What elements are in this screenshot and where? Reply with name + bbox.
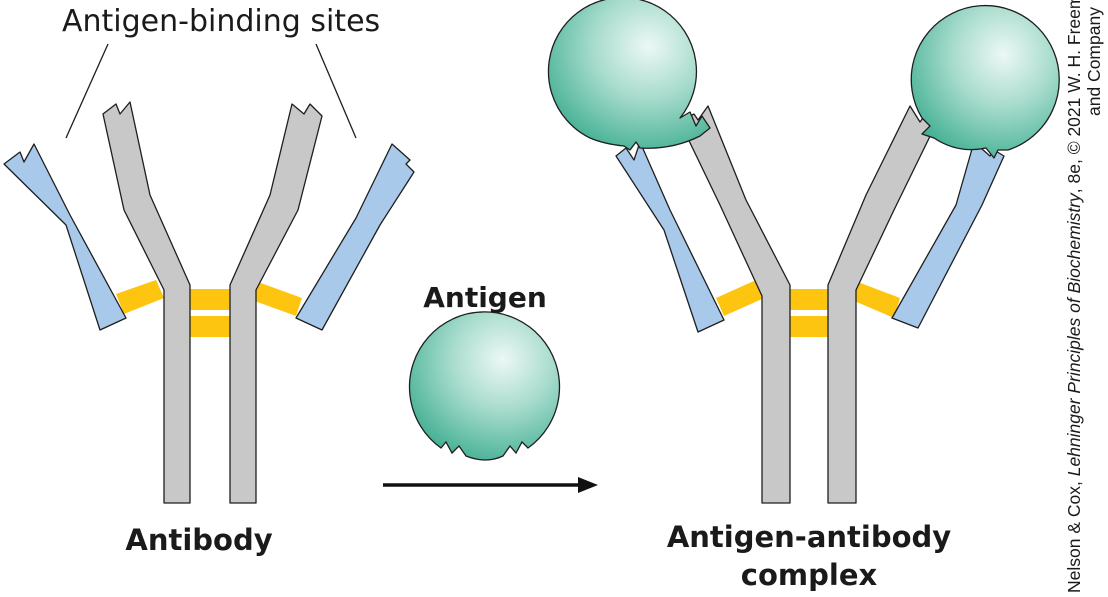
credit-prefix: Nelson & Cox,: [1064, 476, 1084, 593]
light-chain-left: [3, 143, 127, 331]
disulfide-bond-right: [252, 282, 302, 316]
antigen-particle: [408, 311, 561, 461]
bound-antigen-right: [910, 4, 1060, 159]
complex-label-line2: complex: [741, 558, 878, 592]
reaction-arrow: [383, 477, 598, 493]
heavy-chain-left: [102, 101, 191, 504]
antigen-antibody-complex: [547, 0, 1060, 504]
credit-book-title: Lehninger Principles of Biochemistry: [1064, 192, 1084, 476]
disulfide-bond-hinge-bottom: [188, 316, 232, 337]
bound-antigen-left: [547, 0, 711, 151]
credit-suffix: , 8e, © 2021 W. H. Freeman: [1064, 0, 1084, 193]
complex-label-line1: Antigen-antibody: [667, 520, 951, 554]
credit-line-2: and Company: [1084, 7, 1104, 116]
antibody-label: Antibody: [125, 523, 272, 557]
disulfide-bond-left: [116, 280, 164, 314]
disulfide-bonds: [116, 280, 302, 337]
complex-disulfide-bonds: [716, 280, 900, 337]
antigen-label: Antigen: [423, 281, 547, 314]
pointer-line-right: [315, 43, 357, 139]
complex-disulfide-bond-hinge-top: [789, 289, 831, 310]
disulfide-bond-hinge-top: [188, 289, 232, 310]
light-chain-right: [295, 143, 415, 331]
binding-sites-label: Antigen-binding sites: [62, 4, 380, 39]
complex-disulfide-bond-left: [716, 280, 764, 316]
heavy-chain-right: [229, 103, 323, 504]
complex-disulfide-bond-hinge-bottom: [789, 316, 831, 337]
credit-line-1: Nelson & Cox, Lehninger Principles of Bi…: [1064, 0, 1084, 593]
complex-light-chain-left: [615, 141, 725, 333]
pointer-line-left: [65, 43, 109, 139]
antibody: [3, 101, 415, 504]
complex-disulfide-bond-right: [852, 282, 900, 318]
complex-heavy-chain-left: [679, 105, 791, 504]
